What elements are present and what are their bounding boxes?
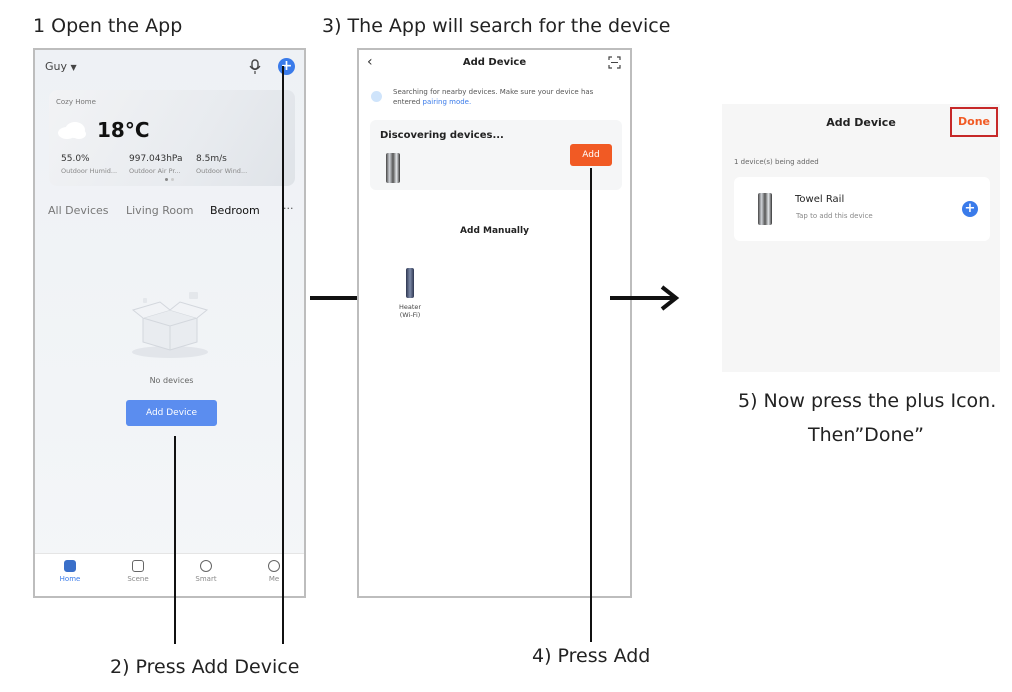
page-title: Add Device [826, 116, 896, 129]
phone-home-screen: Guy ▼ + Cozy Home 18°C 55.0% Outdoor Hum… [33, 48, 306, 598]
page-title: Add Device [462, 57, 527, 68]
tab-all-devices[interactable]: All Devices [48, 204, 109, 217]
towel-rail-icon [386, 153, 400, 183]
bottom-tab-bar: Home Scene Smart Me [35, 553, 304, 596]
page-dots [165, 178, 177, 181]
tab-living-room[interactable]: Living Room [126, 204, 194, 217]
devices-being-added: 1 device(s) being added [734, 158, 819, 166]
discovering-text: Discovering devices... [380, 130, 504, 141]
smart-icon [200, 560, 212, 572]
add-device-button[interactable]: Add Device [126, 400, 217, 426]
caption-step5b: Then”Done” [808, 424, 925, 446]
pointer-line-add [590, 168, 592, 642]
tab-smart[interactable]: Smart [181, 560, 231, 583]
caption-step1: 1 Open the App [33, 15, 183, 37]
back-chevron-icon[interactable]: ‹ [367, 54, 373, 70]
profile-icon [268, 560, 280, 572]
phone-add-device-confirm: Add Device Done 1 device(s) being added … [722, 104, 1000, 372]
pointer-line-add-device [174, 436, 176, 644]
scene-icon [132, 560, 144, 572]
humidity-value: 55.0% [61, 154, 90, 164]
tab-home[interactable]: Home [45, 560, 95, 583]
weather-location: Cozy Home [56, 98, 96, 106]
phone-add-device-search: ‹ Add Device Searching for nearby device… [357, 48, 632, 598]
pressure-label: Outdoor Air Pr... [129, 167, 181, 175]
weather-card: Cozy Home 18°C 55.0% Outdoor Humid... 99… [49, 90, 295, 186]
device-card[interactable]: Towel Rail Tap to add this device + [734, 177, 990, 241]
search-pulse-icon [371, 91, 382, 102]
pairing-mode-link[interactable]: pairing mode. [422, 98, 472, 106]
device-name: Towel Rail [795, 194, 845, 205]
microphone-icon[interactable] [249, 59, 261, 75]
chevron-down-icon: ▼ [70, 63, 77, 72]
more-icon[interactable]: ··· [283, 202, 294, 215]
done-button[interactable]: Done [950, 107, 998, 137]
home-icon [64, 560, 76, 572]
wind-value: 8.5m/s [196, 154, 227, 164]
towel-rail-icon [758, 193, 772, 225]
discovered-devices-card: Discovering devices... Add [370, 120, 622, 190]
home-selector[interactable]: Guy ▼ [45, 60, 77, 73]
scan-icon[interactable] [608, 56, 621, 69]
cloud-icon [58, 122, 86, 139]
caption-step3: 3) The App will search for the device [322, 15, 671, 37]
add-button[interactable]: Add [570, 144, 612, 166]
no-devices-text: No devices [149, 376, 194, 385]
add-plus-icon[interactable]: + [962, 201, 978, 217]
caption-step4: 4) Press Add [532, 645, 651, 667]
temperature: 18°C [97, 118, 150, 142]
add-manually-heading: Add Manually [460, 226, 529, 236]
heater-wifi-item[interactable]: Heater (Wi-Fi) [395, 268, 425, 319]
pointer-line-plus [282, 66, 284, 644]
pressure-value: 997.043hPa [129, 154, 183, 164]
caption-step5a: 5) Now press the plus Icon. [738, 390, 997, 412]
empty-box-icon [131, 292, 209, 358]
add-plus-icon[interactable]: + [278, 58, 295, 75]
wind-label: Outdoor Wind... [196, 167, 248, 175]
tab-bedroom[interactable]: Bedroom [210, 204, 260, 217]
tab-me[interactable]: Me [249, 560, 299, 583]
tab-scene[interactable]: Scene [113, 560, 163, 583]
arrow-right-icon [610, 285, 680, 311]
search-hint: Searching for nearby devices. Make sure … [393, 88, 594, 106]
heater-icon [406, 268, 414, 298]
caption-step2: 2) Press Add Device [110, 656, 300, 678]
humidity-label: Outdoor Humid... [61, 167, 118, 175]
device-hint: Tap to add this device [796, 212, 873, 220]
